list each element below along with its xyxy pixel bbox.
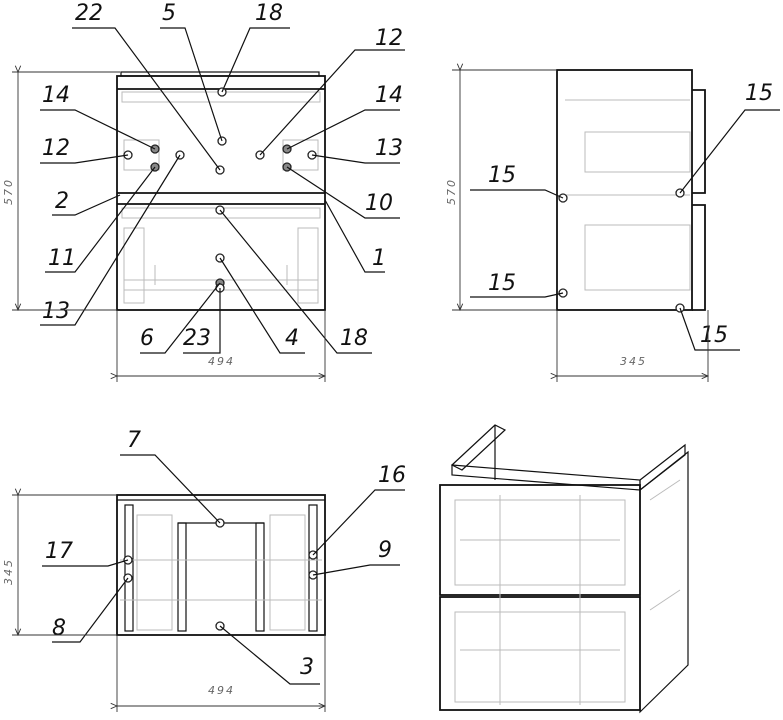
callout-13-right: 13: [375, 136, 403, 161]
callout-2: 2: [55, 189, 69, 214]
callout-12-left: 12: [42, 136, 70, 161]
dim-height-side: 570: [445, 178, 458, 205]
side-view: 15 15 15 15 570 345: [445, 70, 780, 382]
callout-4: 4: [285, 326, 299, 351]
dim-width-front: 494: [208, 355, 235, 368]
dim-height-front: 570: [2, 178, 15, 205]
callout-16: 16: [378, 463, 406, 488]
callout-15-b: 15: [488, 271, 516, 296]
callout-3: 3: [300, 655, 314, 680]
callout-15-a: 15: [488, 163, 516, 188]
callout-14-right: 14: [375, 83, 403, 108]
fastener-points: [123, 87, 317, 293]
callout-5: 5: [162, 1, 176, 26]
dim-depth-side: 345: [620, 355, 647, 368]
callout-17: 17: [45, 539, 73, 564]
callout-15-c: 15: [745, 81, 773, 106]
callout-14-left: 14: [42, 83, 70, 108]
callout-7: 7: [127, 428, 141, 453]
callout-15-d: 15: [700, 323, 728, 348]
callout-18-bottom: 18: [340, 326, 368, 351]
callout-18-top: 18: [255, 1, 283, 26]
callout-13-left: 13: [42, 299, 70, 324]
callout-10: 10: [365, 191, 393, 216]
isometric-view: [439, 424, 689, 714]
callout-22: 22: [75, 1, 103, 26]
callout-1: 1: [372, 246, 386, 271]
callout-12-right: 12: [375, 26, 403, 51]
dim-width-top: 494: [208, 684, 235, 697]
dim-depth-top: 345: [2, 558, 15, 585]
front-view: 22 5 18 12 14 12 14 13 2 10 11 1 13 6 23…: [2, 1, 405, 382]
callout-8: 8: [52, 616, 66, 641]
top-view: 7 16 17 9 8 3 345 494: [2, 428, 406, 712]
callout-6: 6: [140, 326, 154, 351]
callout-9: 9: [378, 538, 392, 563]
callout-23: 23: [183, 326, 211, 351]
callout-11: 11: [48, 246, 76, 271]
